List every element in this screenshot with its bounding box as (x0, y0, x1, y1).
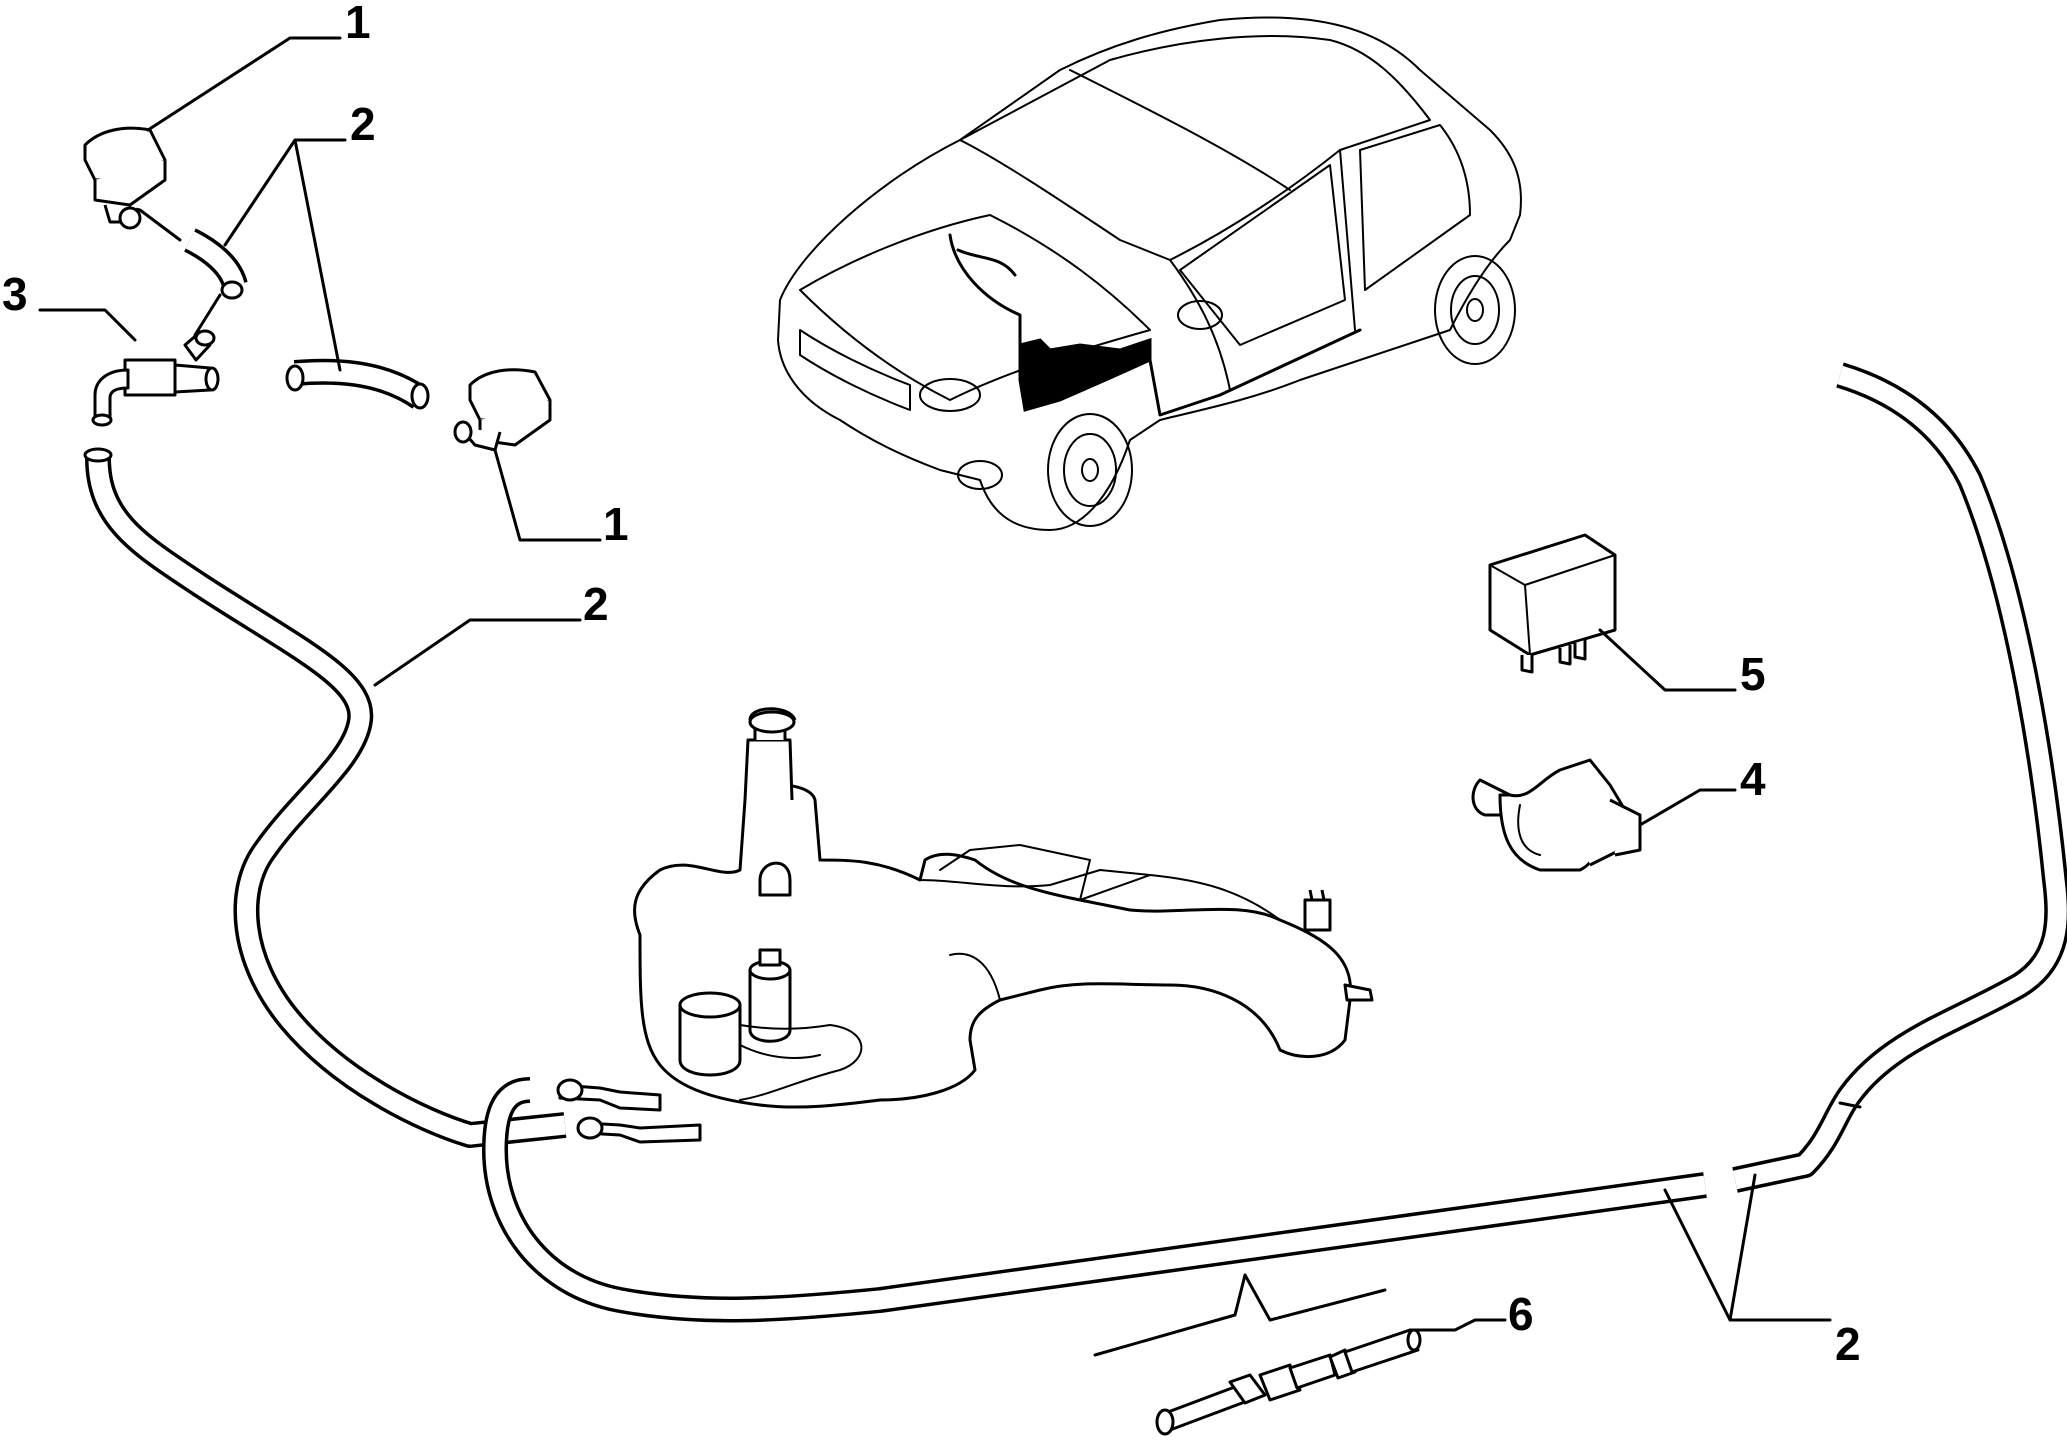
washer-nozzle-icon (453, 368, 552, 452)
washer-nozzle-icon (83, 126, 167, 230)
callout-2-top: 2 (350, 98, 376, 150)
washer-hose-elbow-top (183, 228, 248, 300)
hose-joint-icon (1155, 1328, 1422, 1436)
t-connector-icon (91, 329, 220, 427)
hose-clip-icon (1471, 758, 1642, 872)
callout-2-mid: 2 (583, 578, 609, 630)
callout-1-top: 1 (345, 0, 371, 48)
washer-reservoir-icon (556, 707, 1374, 1144)
connector-line (138, 208, 182, 242)
callout-5: 5 (1740, 648, 1766, 700)
callout-1-mid: 1 (603, 498, 629, 550)
washer-hose-long-left (83, 447, 567, 1148)
highlighted-reservoir-icon (1018, 337, 1152, 412)
callout-2-bottom: 2 (1835, 1318, 1861, 1370)
callout-3: 3 (2, 268, 28, 320)
callout-labels: 1 2 3 1 2 5 4 6 2 (2, 0, 1861, 1370)
car-overview-illustration (777, 16, 1522, 531)
relay-icon (1488, 533, 1617, 674)
callout-leaders (38, 36, 1832, 1332)
callout-4: 4 (1740, 753, 1766, 805)
connector-line (193, 293, 222, 337)
callout-6: 6 (1508, 1288, 1534, 1340)
cut-symbol-icon (1093, 1273, 1387, 1357)
washer-hose-lower (482, 1077, 1707, 1323)
washer-hose-short-top (285, 358, 430, 410)
washer-hose-right (1732, 362, 2067, 1193)
